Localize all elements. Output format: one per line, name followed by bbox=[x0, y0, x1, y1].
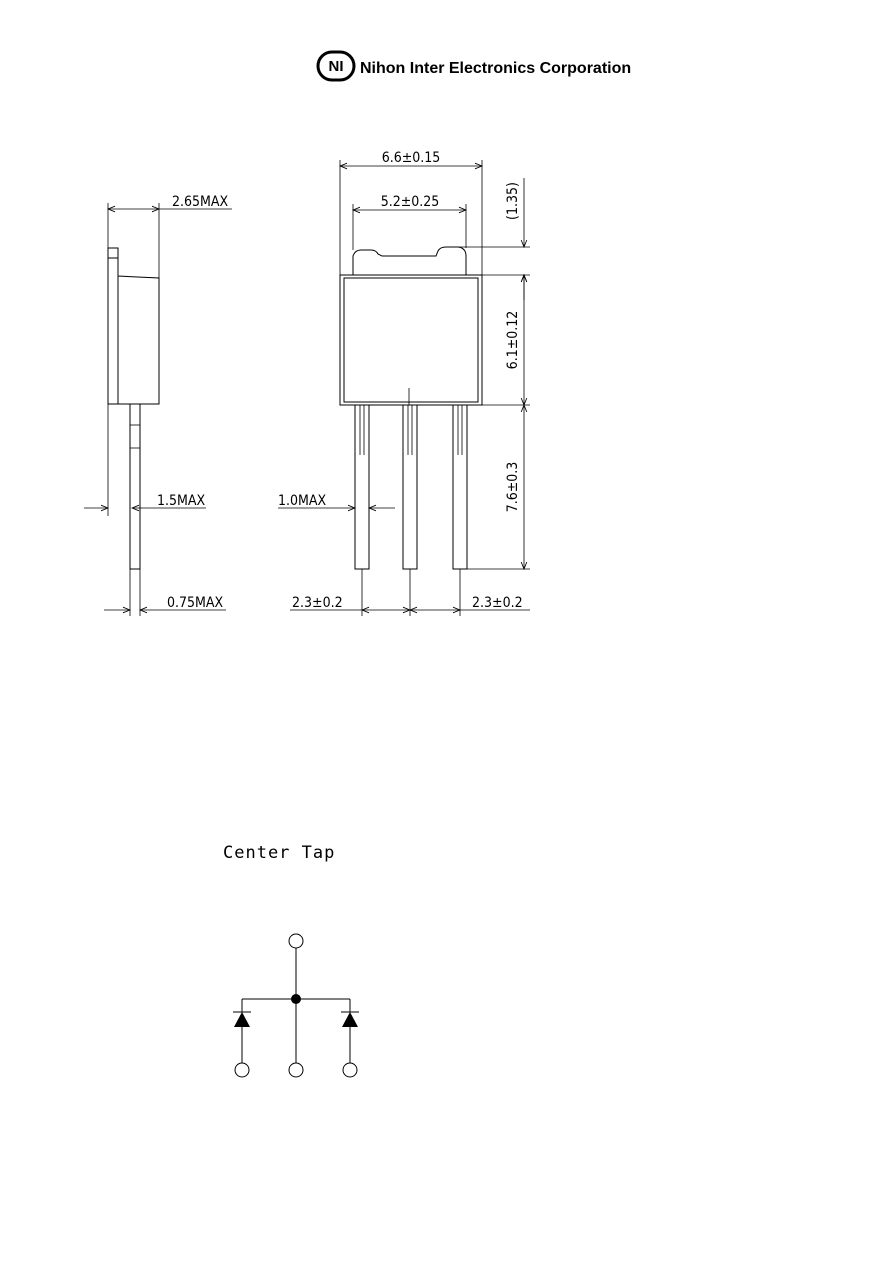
dim-side-width-label: 2.65MAX bbox=[172, 194, 229, 210]
terminal-common bbox=[288, 933, 304, 949]
terminal-center bbox=[288, 1062, 304, 1078]
front-view-leads bbox=[354, 388, 468, 570]
dim-tab-height-label: (1.35) bbox=[505, 182, 521, 220]
diode-right bbox=[341, 999, 359, 1063]
dim-body-width: 6.6±0.15 bbox=[340, 150, 482, 275]
dim-lead-length-label: 7.6±0.3 bbox=[505, 462, 521, 513]
dim-body-width-label: 6.6±0.15 bbox=[382, 150, 441, 166]
dim-lead-thickness-label: 0.75MAX bbox=[167, 595, 224, 611]
front-view: 6.6±0.15 5.2±0.25 (1.35) 6.1±0.12 7 bbox=[278, 150, 530, 616]
terminal-right bbox=[342, 1062, 358, 1078]
dim-tab-width: 5.2±0.25 bbox=[353, 194, 466, 250]
company-name: Nihon Inter Electronics Corporation bbox=[360, 60, 631, 77]
dim-pitch: 2.3±0.2 2.3±0.2 bbox=[290, 569, 530, 616]
dim-lead-width-side-label: 1.5MAX bbox=[157, 493, 206, 509]
dim-lead-thickness: 0.75MAX bbox=[104, 569, 226, 616]
schematic-title: Center Tap bbox=[223, 843, 335, 863]
dim-body-height-label: 6.1±0.12 bbox=[505, 311, 521, 370]
lead-right bbox=[452, 404, 468, 570]
lead-center bbox=[402, 388, 418, 570]
side-view-body bbox=[107, 247, 160, 405]
company-logo: NI bbox=[316, 50, 356, 82]
dim-body-height: 6.1±0.12 bbox=[482, 275, 530, 405]
dim-tab-height: (1.35) bbox=[450, 178, 530, 300]
diode-left bbox=[233, 999, 251, 1063]
dim-pitch-left-label: 2.3±0.2 bbox=[292, 595, 343, 611]
dim-pitch-right-label: 2.3±0.2 bbox=[472, 595, 523, 611]
lead-left bbox=[354, 404, 370, 570]
dim-lead-width-side: 1.5MAX bbox=[84, 404, 206, 516]
dim-lead-width-front: 1.0MAX bbox=[278, 493, 395, 509]
company-header: NI Nihon Inter Electronics Corporation bbox=[316, 50, 631, 82]
center-tap-schematic: Center Tap bbox=[223, 843, 359, 1078]
side-view-lead bbox=[129, 403, 141, 570]
dim-side-width: 2.65MAX bbox=[108, 194, 232, 278]
side-view: 2.65MAX 1.5MAX 0.75MAX bbox=[84, 194, 232, 616]
logo-text: NI bbox=[329, 58, 344, 75]
dim-tab-width-label: 5.2±0.25 bbox=[381, 194, 440, 210]
front-view-tab bbox=[352, 246, 467, 275]
front-view-body bbox=[339, 274, 483, 406]
dim-lead-length: 7.6±0.3 bbox=[467, 405, 530, 569]
dim-lead-width-front-label: 1.0MAX bbox=[278, 493, 327, 509]
terminal-left bbox=[234, 1062, 250, 1078]
